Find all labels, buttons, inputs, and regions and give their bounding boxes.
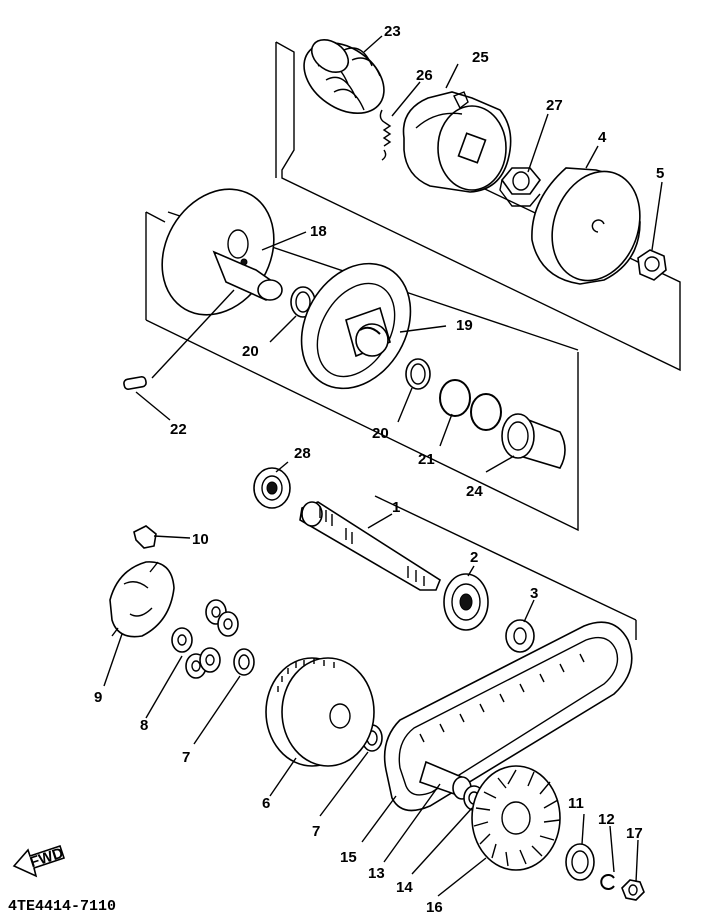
callout-15: 15 — [340, 849, 357, 866]
callout-labels: 23 26 25 27 4 5 18 19 20 20 21 24 22 28 … — [94, 23, 664, 916]
callout-10: 10 — [192, 531, 209, 548]
callout-24: 24 — [466, 483, 483, 500]
callout-3: 3 — [530, 585, 538, 602]
callout-28: 28 — [294, 445, 311, 462]
circlip-part-12 — [600, 874, 615, 890]
callout-13: 13 — [368, 865, 385, 882]
callout-7-b: 7 — [312, 823, 320, 840]
callout-16: 16 — [426, 899, 443, 916]
v-belt-part-15 — [383, 621, 633, 812]
fwd-label: FWD — [28, 845, 66, 872]
callout-23: 23 — [384, 23, 401, 40]
cooling-fan-part-16 — [471, 765, 561, 871]
callout-25: 25 — [472, 49, 489, 66]
clutch-nut-part-27 — [499, 167, 542, 207]
bearing-part-2 — [443, 573, 489, 631]
callout-2: 2 — [470, 549, 478, 566]
callout-4: 4 — [598, 129, 607, 146]
callout-20-b: 20 — [372, 425, 389, 442]
weight-roller-part-8-b — [217, 611, 239, 637]
callout-17: 17 — [626, 825, 643, 842]
clutch-assembly-frame — [275, 41, 681, 372]
clutch-carrier-part-25 — [402, 91, 512, 193]
washer-part-3 — [505, 619, 535, 653]
weight-roller-part-8-e — [199, 647, 221, 673]
fixed-sheave-part-18 — [161, 188, 283, 316]
callout-20-a: 20 — [242, 343, 259, 360]
callout-1: 1 — [392, 499, 400, 516]
callout-27: 27 — [546, 97, 563, 114]
sliding-sheave-part-19 — [300, 262, 412, 390]
nut-part-17 — [621, 879, 645, 901]
clutch-housing-part-4 — [531, 167, 641, 285]
primary-shaft-part-1 — [299, 501, 441, 591]
callout-18: 18 — [310, 223, 327, 240]
collar-part-24 — [501, 413, 566, 469]
o-ring-part-21-right — [470, 393, 502, 431]
bearing-part-28 — [253, 467, 291, 509]
weight-roller-part-8-c — [171, 627, 193, 653]
callout-5: 5 — [656, 165, 664, 182]
guide-pin-part-22 — [123, 375, 147, 391]
cap-nut-part-5 — [637, 249, 667, 281]
callout-14: 14 — [396, 879, 413, 896]
o-ring-part-21-left — [439, 379, 471, 417]
primary-shaft-frame — [374, 495, 637, 640]
fwd-arrow-icon: FWD — [12, 845, 66, 878]
callout-22: 22 — [170, 421, 187, 438]
oil-seal-part-20-lower — [405, 358, 431, 390]
primary-sheave-part-6 — [265, 657, 375, 767]
drawing-code: 4TE4414-7110 — [8, 898, 116, 915]
callout-26: 26 — [416, 67, 433, 84]
callout-9: 9 — [94, 689, 102, 706]
cam-part-9 — [109, 561, 175, 638]
slider-clip-part-10 — [133, 525, 157, 549]
callout-19: 19 — [456, 317, 473, 334]
spring-pin-part-26 — [379, 109, 392, 161]
clutch-spring-part-23 — [303, 38, 385, 115]
leader-lines — [103, 35, 663, 897]
callout-8: 8 — [140, 717, 148, 734]
callout-6: 6 — [262, 795, 270, 812]
callout-12: 12 — [598, 811, 615, 828]
callout-11: 11 — [568, 795, 584, 812]
callout-7-a: 7 — [182, 749, 190, 766]
callout-21: 21 — [418, 451, 435, 468]
bearing-part-11 — [565, 843, 595, 881]
collar-part-7-upper — [233, 648, 255, 676]
